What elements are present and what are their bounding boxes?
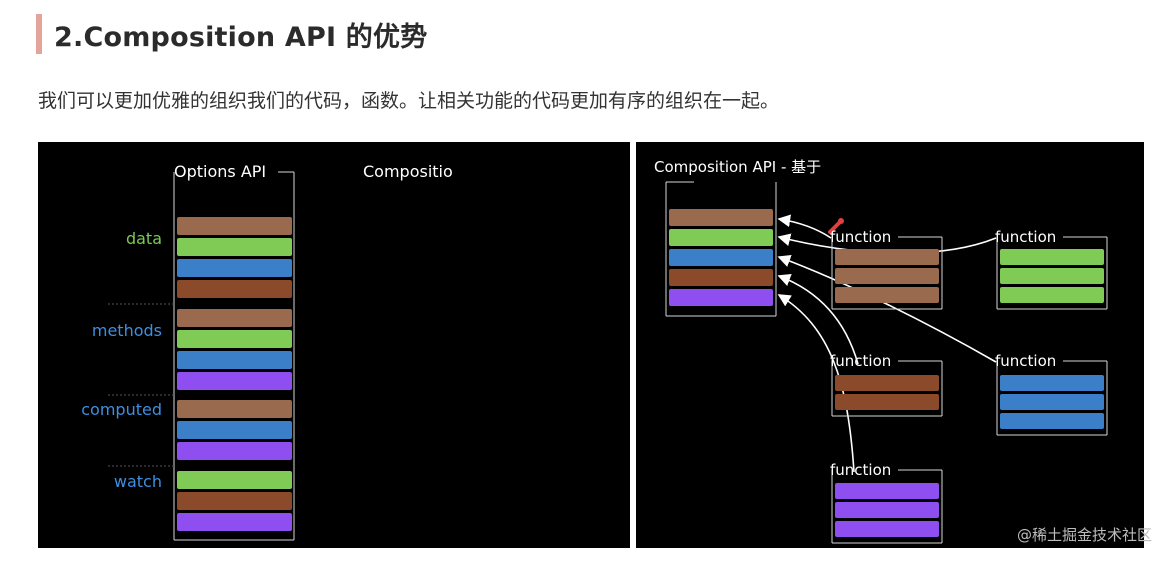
options-block-methods-1 bbox=[177, 309, 292, 327]
function-4-block-2 bbox=[1000, 394, 1104, 410]
options-api-diagram: Options API Compositio data methods comp… bbox=[38, 142, 630, 548]
options-block-methods-2 bbox=[177, 330, 292, 348]
function-4-block-1 bbox=[1000, 375, 1104, 391]
arrow-brown-function bbox=[777, 214, 832, 239]
function-5-label: function bbox=[830, 461, 891, 479]
options-block-computed-3 bbox=[177, 442, 292, 460]
options-block-watch-1 bbox=[177, 471, 292, 489]
options-block-data-1 bbox=[177, 217, 292, 235]
group-label-computed: computed bbox=[81, 400, 162, 419]
composition-title-partial: Compositio bbox=[363, 162, 453, 181]
function-boxes: function function function function function bbox=[830, 228, 1108, 544]
stack-block-5 bbox=[669, 289, 773, 306]
heading-text: 2.Composition API 的优势 bbox=[54, 21, 428, 53]
watermark: @稀土掘金技术社区 bbox=[1016, 526, 1152, 544]
arrows-group bbox=[777, 214, 997, 473]
function-2-label: function bbox=[995, 228, 1056, 246]
section-heading: 2.Composition API 的优势 bbox=[36, 14, 427, 54]
options-block-data-4 bbox=[177, 280, 292, 298]
function-5-block-3 bbox=[835, 521, 939, 537]
options-api-title: Options API bbox=[174, 162, 266, 181]
options-block-computed-1 bbox=[177, 400, 292, 418]
options-block-data-3 bbox=[177, 259, 292, 277]
function-3-block-1 bbox=[835, 375, 939, 391]
stack-block-3 bbox=[669, 249, 773, 266]
function-1-label: function bbox=[830, 228, 891, 246]
arrow-blue-function bbox=[777, 254, 997, 363]
function-4-label: function bbox=[995, 352, 1056, 370]
function-2-block-1 bbox=[1000, 249, 1104, 265]
arrow-darkbrown-function bbox=[777, 274, 859, 365]
composition-stack-blocks bbox=[669, 209, 773, 306]
function-2-block-2 bbox=[1000, 268, 1104, 284]
function-5-block-2 bbox=[835, 502, 939, 518]
group-label-watch: watch bbox=[114, 472, 162, 491]
intro-paragraph: 我们可以更加优雅的组织我们的代码，函数。让相关功能的代码更加有序的组织在一起。 bbox=[38, 90, 780, 112]
function-5-block-1 bbox=[835, 483, 939, 499]
pointer-mark-dot-icon bbox=[838, 218, 844, 224]
pointer-mark-icon bbox=[828, 220, 842, 234]
options-block-computed-2 bbox=[177, 421, 292, 439]
options-block-data-2 bbox=[177, 238, 292, 256]
function-1-block-2 bbox=[835, 268, 939, 284]
stack-block-2 bbox=[669, 229, 773, 246]
group-label-methods: methods bbox=[92, 321, 162, 340]
function-1-block-1 bbox=[835, 249, 939, 265]
stack-block-1 bbox=[669, 209, 773, 226]
options-block-watch-3 bbox=[177, 513, 292, 531]
function-1-block-3 bbox=[835, 287, 939, 303]
function-3-label: function bbox=[830, 352, 891, 370]
options-api-svg: Options API Compositio data methods comp… bbox=[81, 162, 453, 541]
function-3-block-2 bbox=[835, 394, 939, 410]
function-4-block-3 bbox=[1000, 413, 1104, 429]
function-2-block-3 bbox=[1000, 287, 1104, 303]
group-label-data: data bbox=[126, 229, 162, 248]
stack-block-4 bbox=[669, 269, 773, 286]
options-block-methods-3 bbox=[177, 351, 292, 369]
options-api-blocks bbox=[177, 217, 292, 531]
options-block-methods-4 bbox=[177, 372, 292, 390]
composition-api-title: Composition API - 基于 bbox=[654, 158, 821, 176]
arrow-purple-function bbox=[777, 294, 855, 473]
options-block-watch-2 bbox=[177, 492, 292, 510]
